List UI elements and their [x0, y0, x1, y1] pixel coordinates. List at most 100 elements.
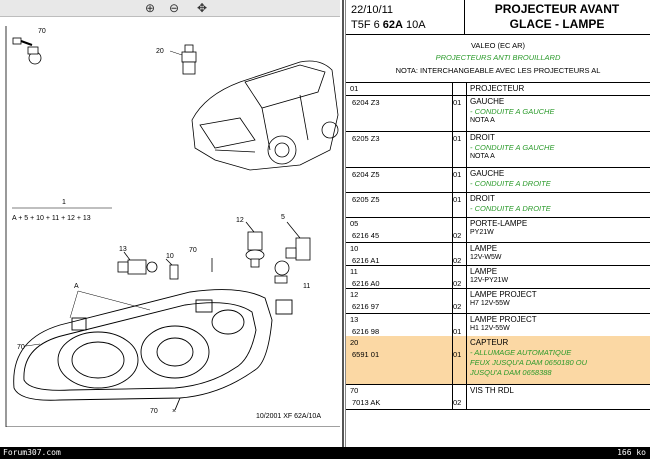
screw-70-drawing	[12, 37, 42, 65]
info-block: VALEO (EC AR) PROJECTEURS ANTI BROUILLAR…	[346, 34, 650, 83]
part-name: DROIT	[470, 194, 495, 203]
qty-cell: 02	[452, 384, 467, 409]
info-line-2: PROJECTEURS ANTI BROUILLARD	[435, 53, 561, 62]
part-code: 6204 Z3	[352, 98, 380, 107]
part-name: LAMPE	[470, 244, 498, 253]
label-10: 10	[166, 253, 174, 260]
zoom-out-icon[interactable]: ⊖	[168, 1, 180, 15]
diagram-footer: 10/2001 XF 62A/10A	[256, 413, 321, 420]
quantity: 02	[453, 231, 462, 240]
part-name: GAUCHE	[470, 169, 505, 178]
status-bar: Forum307.com 166 ko	[0, 447, 650, 459]
quantity: 01	[453, 98, 462, 107]
quantity: 02	[453, 256, 462, 265]
qty-cell: 01	[452, 131, 467, 167]
ref-cell: 70 7013 AK	[346, 384, 453, 409]
label-70: 70	[38, 28, 46, 35]
part-note: - CONDUITE A DROITE	[470, 204, 551, 213]
qty-cell: 02	[452, 217, 467, 242]
qty-cell: 02	[452, 265, 467, 288]
part-code: 6216 98	[352, 327, 380, 336]
sensor-20-drawing	[169, 44, 197, 75]
svg-text:×: ×	[172, 408, 176, 415]
part-name: PORTE-LAMPE	[470, 219, 528, 228]
ref-cell: 13 6216 98	[346, 313, 453, 336]
bulb-12-drawing	[245, 221, 265, 268]
parts-diagram: 70 20 1	[0, 17, 341, 428]
item-number: 01	[350, 84, 359, 93]
qty-cell: 01	[452, 167, 467, 192]
item-number: 05	[350, 219, 359, 228]
part-code: 6216 97	[352, 302, 380, 311]
status-size: 166 ko	[617, 448, 646, 457]
part-note: NOTA A	[470, 153, 495, 160]
part-note: - CONDUITE A GAUCHE	[470, 107, 555, 116]
item-number: 70	[350, 386, 359, 395]
qty-cell: 02	[452, 242, 467, 265]
part-code: 6205 Z5	[352, 195, 380, 204]
quantity: 01	[453, 327, 462, 336]
label-13: 13	[119, 246, 127, 253]
part-name: VIS TH RDL	[470, 386, 514, 395]
part-name: LAMPE	[470, 267, 498, 276]
item-number: 10	[350, 244, 359, 253]
header-right: PROJECTEUR AVANT GLACE - LAMPE	[464, 0, 650, 35]
quantity: 01	[453, 350, 462, 359]
info-line-3: NOTA: INTERCHANGEABLE AVEC LES PROJECTEU…	[395, 66, 601, 75]
page-title: PROJECTEUR AVANT	[494, 2, 620, 16]
part-name: PROJECTEUR	[470, 84, 525, 93]
part-code: 6205 Z3	[352, 134, 380, 143]
car-drawing	[191, 60, 339, 171]
zoom-in-icon[interactable]: ⊕	[144, 1, 156, 15]
lamp-holder-5-drawing	[285, 221, 311, 261]
headlamp-body-drawing	[13, 289, 293, 411]
ref-cell: 01	[346, 82, 453, 95]
part-name: LAMPE PROJECT	[470, 290, 537, 299]
label-70b: 70	[189, 247, 197, 254]
item-number: 11	[350, 267, 358, 276]
ref-cell: 6205 Z3	[346, 131, 453, 167]
bulb-10-drawing	[165, 258, 179, 280]
quantity: 01	[453, 134, 462, 143]
ref-cell: 6204 Z3	[346, 95, 453, 131]
part-note: - ALLUMAGE AUTOMATIQUE	[470, 348, 572, 357]
ref-cell: 6204 Z5	[346, 167, 453, 192]
part-note: H7 12V-55W	[470, 300, 510, 307]
part-note: - CONDUITE A GAUCHE	[470, 143, 555, 152]
quantity: 01	[453, 170, 462, 179]
viewer-toolbar: ⊕ ⊖ ✥	[0, 0, 340, 17]
assembly-formula: A + 5 + 10 + 11 + 12 + 13	[12, 215, 91, 222]
info-line-1: VALEO (EC AR)	[470, 41, 526, 50]
ref-cell: 6205 Z5	[346, 192, 453, 217]
quantity: 02	[453, 302, 462, 311]
part-name: LAMPE PROJECT	[470, 315, 537, 324]
part-code: 6216 45	[352, 231, 380, 240]
qty-cell: 01	[452, 192, 467, 217]
label-20: 20	[156, 48, 164, 55]
item-number: 13	[350, 315, 359, 324]
fit-page-icon[interactable]: ✥	[196, 1, 208, 15]
part-name: GAUCHE	[470, 97, 505, 106]
part-name: DROIT	[470, 133, 495, 142]
table-row: 01 PROJECTEUR	[346, 82, 650, 96]
status-site[interactable]: Forum307.com	[3, 448, 61, 457]
qty-cell: 02	[452, 288, 467, 313]
label-12: 12	[236, 217, 244, 224]
ref-cell: 05 6216 45	[346, 217, 453, 242]
header-ref: T5F 6 62A 10A	[351, 19, 426, 31]
bulb-11-drawing	[274, 260, 290, 284]
part-code: 6591 01	[352, 350, 380, 359]
part-note: NOTA A	[470, 117, 495, 124]
qty-cell: 01	[452, 313, 467, 336]
part-code: 7013 AK	[352, 398, 381, 407]
header-left: 22/10/11 T5F 6 62A 10A	[346, 0, 465, 35]
quantity: 02	[453, 398, 462, 407]
divider	[342, 0, 344, 447]
